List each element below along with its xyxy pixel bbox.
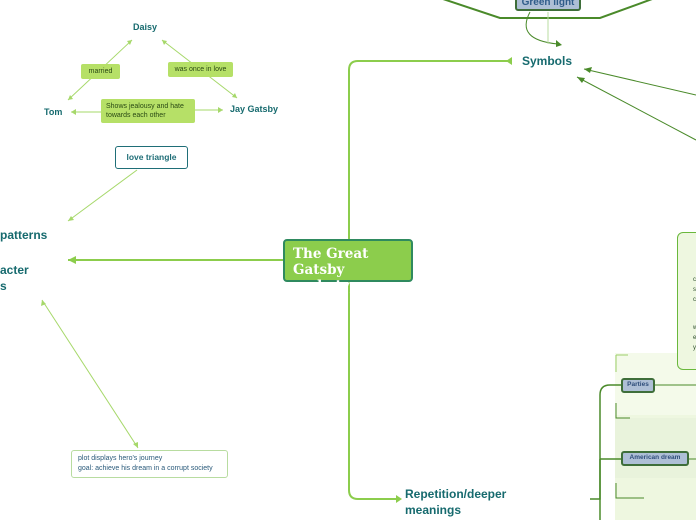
central-topic-line-1: The Great Gatsby: [293, 246, 369, 278]
character-gatsby[interactable]: Jay Gatsby: [230, 104, 278, 114]
repetition-tree-trunk: [590, 384, 621, 500]
branch-character-line-1: acter: [0, 263, 29, 277]
arrowhead-repetition: [396, 495, 402, 503]
repetition-panel-band-2: [615, 418, 696, 478]
relation-jealousy-line-1: Shows jealousy and hate: [106, 103, 184, 110]
side-panel-partial[interactable]: c s c w e y: [677, 232, 696, 370]
repetition-item-american-dream-label: American dream: [629, 454, 681, 461]
branch-repetition-line-1: Repetition/deeper: [405, 487, 507, 501]
relation-jealousy-line-2: towards each other: [106, 112, 166, 119]
relation-married-label: married: [88, 68, 113, 75]
branch-symbols[interactable]: Symbols: [522, 54, 572, 68]
love-triangle-label: love triangle: [126, 152, 177, 162]
branch-character-line-2: s: [0, 279, 7, 293]
symbols-incoming-line-2: [576, 76, 696, 141]
character-daisy[interactable]: Daisy: [133, 22, 157, 32]
plot-note-arrowhead-top: [41, 300, 46, 306]
plot-note-arrowhead-bottom: [133, 442, 138, 448]
symbols-incoming-arrowhead-2: [577, 77, 585, 83]
side-panel-fragment-2: s: [693, 287, 696, 293]
relation-married[interactable]: married: [81, 64, 120, 79]
relation-arrowhead-tom: [68, 95, 73, 100]
central-topic-line-2: archetypes: [293, 278, 376, 294]
branch-repetition[interactable]: Repetition/deeper meanings: [405, 486, 506, 518]
character-daisy-label: Daisy: [133, 22, 158, 32]
central-topic[interactable]: The Great Gatsby archetypes: [283, 239, 413, 294]
side-panel-fragment-5: e: [693, 335, 696, 341]
repetition-sub-tick-2: [615, 483, 644, 499]
branch-character[interactable]: acter s: [0, 262, 29, 294]
love-triangle-arrowhead: [68, 216, 74, 221]
branch-patterns-label: patterns: [0, 228, 48, 242]
branch-line-repetition: [348, 282, 396, 500]
relation-jealousy[interactable]: Shows jealousy and hate towards each oth…: [101, 99, 195, 123]
plot-note-line-1: plot displays hero's journey: [78, 455, 163, 462]
repetition-item-american-dream[interactable]: American dream: [621, 451, 689, 466]
green-light-label: Green light: [521, 0, 575, 8]
side-panel-fragment-4: w: [693, 325, 696, 331]
branch-line-symbols: [348, 60, 512, 240]
love-triangle-node[interactable]: love triangle: [115, 146, 188, 169]
plot-note[interactable]: plot displays hero's journey goal: achie…: [71, 450, 228, 478]
symbols-incoming-arrowhead-1: [584, 67, 592, 73]
repetition-item-parties[interactable]: Parties: [621, 378, 655, 393]
love-triangle-line: [67, 169, 138, 222]
plot-note-line-2: goal: achieve his dream in a corrupt soc…: [78, 465, 213, 472]
branch-repetition-line-2: meanings: [405, 503, 462, 517]
branch-patterns[interactable]: patterns: [0, 228, 47, 242]
side-panel-fragment-3: c: [693, 297, 696, 303]
relation-arrowhead-gatsby-mid: [218, 107, 223, 113]
relation-arrowhead-daisy-left: [127, 40, 132, 45]
repetition-item-parties-label: Parties: [627, 381, 649, 388]
relation-was-once-in-love-label: was once in love: [174, 66, 227, 73]
arrowhead-character: [68, 256, 76, 264]
character-tom[interactable]: Tom: [44, 107, 62, 117]
green-light-loop-arrow: [525, 11, 559, 45]
relation-was-once-in-love[interactable]: was once in love: [168, 62, 233, 77]
arrowhead-symbols: [506, 57, 512, 65]
character-tom-label: Tom: [44, 107, 63, 117]
relation-arrowhead-gatsby: [232, 93, 237, 98]
side-panel-fragment-6: y: [693, 345, 696, 351]
side-panel-fragment-1: c: [693, 277, 696, 283]
character-gatsby-label: Jay Gatsby: [230, 104, 279, 114]
plot-note-line: [41, 299, 139, 449]
green-light-loop-arrowhead: [556, 40, 562, 47]
relation-arrowhead-daisy-right: [162, 40, 167, 45]
relation-arrowhead-tom-mid: [71, 109, 76, 115]
repetition-sub-tick-1: [615, 403, 630, 419]
branch-symbols-label: Symbols: [522, 54, 573, 68]
symbols-incoming-line-1: [583, 68, 696, 96]
green-light-node[interactable]: Green light: [515, 0, 581, 11]
